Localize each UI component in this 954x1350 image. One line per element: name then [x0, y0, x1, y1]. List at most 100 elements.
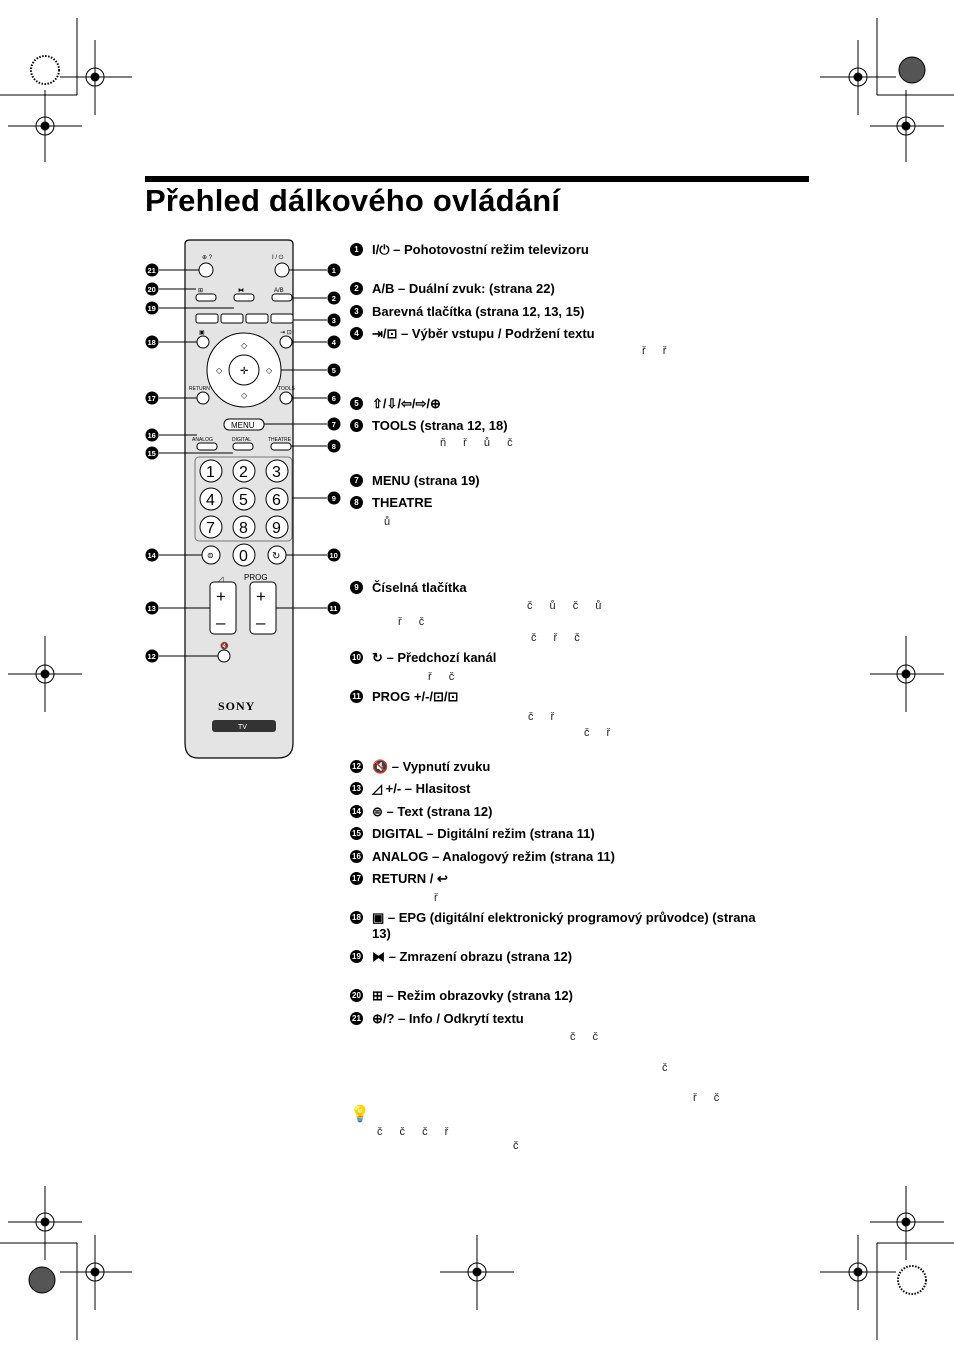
- ab-label: A/B: [274, 288, 284, 294]
- info-icon: ⊕ ?: [202, 255, 213, 261]
- input-button: [279, 335, 293, 349]
- digit-label-9: 9: [272, 520, 281, 537]
- callout-badge-6: [327, 391, 341, 405]
- legend-label: ⊜ – Text (strana 12): [372, 804, 493, 819]
- legend-number: 6: [350, 419, 363, 432]
- legend-number: 14: [350, 805, 363, 818]
- legend-label: ▣ – EPG (digitální elektronický programo…: [372, 910, 756, 941]
- prog-plus: +: [256, 587, 266, 606]
- digital-label: DIGITAL: [232, 437, 251, 443]
- callout-number-13: 13: [148, 604, 156, 613]
- callout-number-1: 1: [332, 266, 336, 275]
- mute-icon: 🔇: [220, 641, 229, 650]
- info-button: [198, 262, 214, 278]
- fragment: ň ř ů č: [440, 437, 513, 449]
- fragment: ř č: [428, 671, 455, 683]
- callout-number-11: 11: [330, 604, 338, 613]
- tv-badge-label: TV: [238, 724, 247, 731]
- up-icon: ◇: [241, 341, 248, 350]
- callout-badge-2: [327, 291, 341, 305]
- callout-number-14: 14: [148, 551, 157, 560]
- digit-label-4: 4: [206, 492, 215, 509]
- digit-label-8: 8: [239, 520, 248, 537]
- legend-label: Číselná tlačítka: [372, 580, 467, 595]
- callout-badge-3: [327, 313, 341, 327]
- legend-label: 🔇 – Vypnutí zvuku: [372, 759, 491, 774]
- fragment: č: [662, 1062, 668, 1074]
- callout-number-8: 8: [332, 442, 336, 451]
- legend-label: Barevná tlačítka (strana 12, 13, 15): [372, 304, 585, 319]
- legend-item-20: 20⊞ – Režim obrazovky (strana 12): [350, 988, 573, 1004]
- callout-number-10: 10: [330, 551, 338, 560]
- analog-label: ANALOG: [192, 437, 213, 443]
- text-icon: ⊜: [207, 551, 214, 560]
- digit-label-2: 2: [239, 464, 248, 481]
- fragment: ř č: [693, 1092, 720, 1104]
- callout-badge-7: [327, 417, 341, 431]
- legend-label: ANALOG – Analogový režim (strana 11): [372, 849, 615, 864]
- fragment: č ř: [528, 711, 555, 723]
- legend-number: 17: [350, 872, 363, 885]
- callout-badge-19: [145, 301, 159, 315]
- remote-illustration: ⊕ ? I / ⏻ ⊞ ⧓ A/B ▣ ⇥ ⊡ ✛ ◇ ◇ ◇ ◇ RETURN…: [145, 239, 341, 759]
- digit-button-7: [199, 515, 223, 539]
- power-label: I / ⏻: [272, 254, 284, 261]
- legend-label: ↻ – Předchozí kanál: [372, 650, 497, 665]
- callout-badge-9: [327, 491, 341, 505]
- input-icon: ⇥ ⊡: [280, 330, 292, 336]
- callout-badge-5: [327, 363, 341, 377]
- menu-label: MENU: [231, 421, 255, 430]
- volume-icon: ◿: [218, 576, 224, 583]
- callout-badge-8: [327, 439, 341, 453]
- legend-item-19: 19⧓ – Zmrazení obrazu (strana 12): [350, 949, 572, 965]
- digit-label-1: 1: [206, 464, 215, 481]
- page-title: Přehled dálkového ovládání: [145, 183, 561, 218]
- legend-label: ⊞ – Režim obrazovky (strana 12): [372, 988, 573, 1003]
- mute-button: [217, 649, 231, 663]
- legend-number: 2: [350, 282, 363, 295]
- legend-number: 7: [350, 474, 363, 487]
- digit-button-9: [265, 515, 289, 539]
- legend-number: 19: [350, 950, 363, 963]
- digit-label-7: 7: [206, 520, 215, 537]
- digit-button-4: [199, 487, 223, 511]
- title-rule: [145, 176, 809, 182]
- legend-number: 16: [350, 850, 363, 863]
- legend-item-5: 5⇧/⇩/⇦/⇨/⊕: [350, 396, 441, 412]
- legend-label: ⊕/? – Info / Odkrytí textu: [372, 1011, 524, 1026]
- green-button: [220, 313, 244, 324]
- callout-badge-16: [145, 428, 159, 442]
- tv-badge: [212, 720, 276, 732]
- callout-badge-1: [327, 263, 341, 277]
- callout-number-15: 15: [148, 449, 156, 458]
- prog-label: PROG: [244, 573, 268, 582]
- fragment: ř: [434, 892, 438, 904]
- fragment: č č č ř: [377, 1126, 449, 1138]
- legend-number: 1: [350, 243, 363, 256]
- legend-label: A/B – Duální zvuk: (strana 22): [372, 281, 555, 296]
- callout-number-12: 12: [148, 652, 156, 661]
- fragment: ř č: [398, 616, 425, 628]
- numpad-frame: [194, 456, 293, 542]
- right-icon: ◇: [266, 366, 273, 375]
- prev-channel-icon: ↻: [272, 551, 280, 562]
- fragment: č ů č ů: [527, 600, 602, 612]
- callout-number-5: 5: [332, 366, 336, 375]
- freeze-button: [233, 293, 255, 302]
- callout-number-17: 17: [148, 394, 156, 403]
- callout-number-21: 21: [148, 266, 156, 275]
- legend-number: 8: [350, 496, 363, 509]
- callout-number-16: 16: [148, 431, 156, 440]
- legend-label: ⇥/⊡ – Výběr vstupu / Podržení textu: [372, 326, 595, 341]
- callout-number-20: 20: [148, 285, 156, 294]
- legend-item-2: 2 A/B – Duální zvuk: (strana 22): [350, 281, 555, 297]
- ok-button: [228, 354, 260, 386]
- left-icon: ◇: [216, 366, 223, 375]
- legend-label: ⇧/⇩/⇦/⇨/⊕: [372, 396, 441, 411]
- ab-button: [271, 293, 293, 302]
- callout-number-3: 3: [332, 316, 336, 325]
